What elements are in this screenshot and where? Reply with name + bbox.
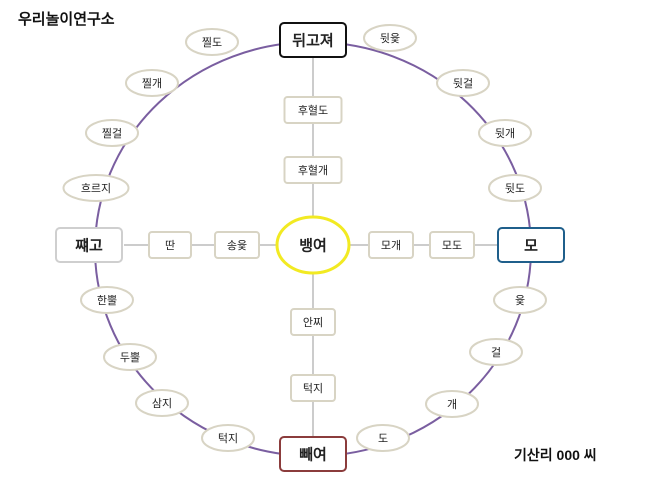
ring-station-left-lower-4: 턱지 bbox=[201, 424, 255, 452]
corner-left: 쨰고 bbox=[55, 227, 123, 263]
ring-station-right-upper-4-label: 뒷도 bbox=[505, 182, 525, 195]
organization-label: 우리놀이연구소 bbox=[18, 11, 115, 28]
corner-right-label: 모 bbox=[524, 237, 538, 255]
axis-station-top-2-label: 후혈개 bbox=[298, 163, 328, 177]
corner-bottom-label: 빼여 bbox=[299, 446, 327, 464]
axis-station-bottom-2: 턱지 bbox=[290, 374, 336, 402]
axis-station-top-1: 후혈도 bbox=[283, 96, 343, 124]
axis-station-left-2-label: 송윷 bbox=[227, 239, 247, 252]
corner-left-label: 쨰고 bbox=[75, 237, 103, 255]
ring-station-right-lower-3-label: 개 bbox=[447, 398, 457, 411]
ring-station-right-upper-1-label: 뒷윷 bbox=[380, 32, 400, 45]
axis-station-right-1: 모개 bbox=[368, 231, 414, 259]
ring-station-right-lower-2-label: 걸 bbox=[491, 346, 501, 359]
corner-right: 모 bbox=[497, 227, 565, 263]
corner-bottom: 빼여 bbox=[279, 436, 347, 472]
ring-station-right-upper-1: 뒷윷 bbox=[363, 24, 417, 52]
center-station-label: 뱅여 bbox=[299, 237, 327, 255]
corner-top: 뒤고져 bbox=[279, 22, 347, 58]
axis-station-left-1: 딴 bbox=[148, 231, 192, 259]
axis-station-top-2: 후혈개 bbox=[283, 156, 343, 184]
ring-station-left-upper-3: 찔개 bbox=[125, 69, 179, 97]
ring-station-left-lower-4-label: 턱지 bbox=[218, 432, 238, 445]
ring-station-right-upper-2: 뒷걸 bbox=[436, 69, 490, 97]
axis-station-left-1-label: 딴 bbox=[165, 239, 175, 252]
ring-station-right-lower-1: 윷 bbox=[493, 286, 547, 314]
axis-station-bottom-1: 안찌 bbox=[290, 308, 336, 336]
ring-station-right-upper-2-label: 뒷걸 bbox=[453, 77, 473, 90]
ring-station-right-lower-1-label: 윷 bbox=[515, 294, 525, 307]
ring-station-right-upper-4: 뒷도 bbox=[488, 174, 542, 202]
axis-station-left-2: 송윷 bbox=[214, 231, 260, 259]
axis-station-bottom-1-label: 안찌 bbox=[303, 316, 323, 329]
ring-station-left-upper-1-label: 흐르지 bbox=[81, 182, 111, 195]
ring-station-left-lower-3-label: 삼지 bbox=[152, 397, 172, 410]
ring-station-left-lower-2: 두뿔 bbox=[103, 343, 157, 371]
ring-station-right-upper-3: 뒷개 bbox=[478, 119, 532, 147]
ring-station-right-upper-3-label: 뒷개 bbox=[495, 127, 515, 140]
ring-station-left-upper-4: 찔도 bbox=[185, 28, 239, 56]
ring-station-left-lower-1-label: 한뿔 bbox=[97, 294, 117, 307]
ring-station-left-lower-2-label: 두뿔 bbox=[120, 351, 140, 364]
ring-station-left-upper-2: 찔걸 bbox=[85, 119, 139, 147]
ring-station-right-lower-2: 걸 bbox=[469, 338, 523, 366]
ring-station-left-upper-3-label: 찔개 bbox=[142, 77, 162, 90]
ring-station-left-lower-3: 삼지 bbox=[135, 389, 189, 417]
axis-station-right-2: 모도 bbox=[429, 231, 475, 259]
ring-station-left-upper-1: 흐르지 bbox=[62, 174, 130, 202]
ring-station-right-lower-4-label: 도 bbox=[378, 432, 388, 445]
center-station: 뱅여 bbox=[275, 215, 351, 275]
ring-station-left-lower-1: 한뿔 bbox=[80, 286, 134, 314]
axis-station-top-1-label: 후혈도 bbox=[298, 103, 328, 117]
axis-station-bottom-2-label: 턱지 bbox=[303, 382, 323, 395]
axis-station-right-2-label: 모도 bbox=[442, 239, 462, 252]
ring-station-right-lower-4: 도 bbox=[356, 424, 410, 452]
corner-top-label: 뒤고져 bbox=[292, 32, 333, 50]
axis-station-right-1-label: 모개 bbox=[381, 239, 401, 252]
author-label: 기산리 000 씨 bbox=[514, 447, 597, 463]
ring-station-left-upper-2-label: 찔걸 bbox=[102, 127, 122, 140]
ring-station-right-lower-3: 개 bbox=[425, 390, 479, 418]
ring-station-left-upper-4-label: 찔도 bbox=[202, 36, 222, 49]
